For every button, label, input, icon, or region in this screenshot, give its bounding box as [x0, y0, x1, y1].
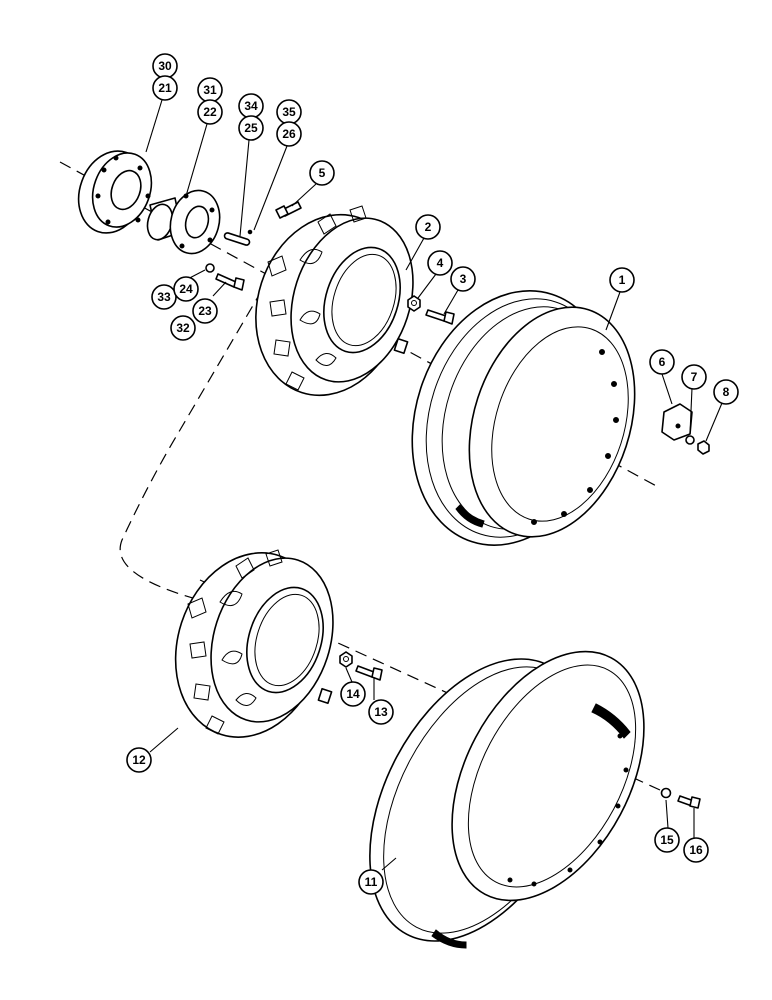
svg-text:6: 6	[659, 355, 666, 369]
callout-31: 31	[197, 77, 223, 103]
svg-text:1: 1	[619, 273, 626, 287]
svg-text:16: 16	[689, 843, 703, 857]
svg-text:2: 2	[425, 220, 432, 234]
callout-33: 33	[151, 284, 177, 310]
callout-16: 16	[683, 837, 709, 863]
svg-text:35: 35	[282, 105, 296, 119]
callout-34: 34	[238, 93, 264, 119]
callout-5: 5	[309, 160, 335, 186]
svg-text:7: 7	[691, 370, 698, 384]
callout-7: 7	[681, 364, 707, 390]
nut-14-and-bolt-13	[339, 651, 383, 681]
hub-flange	[77, 150, 153, 234]
svg-text:32: 32	[176, 321, 190, 335]
callout-23: 23	[192, 298, 218, 324]
svg-text:13: 13	[374, 705, 388, 719]
callout-8: 8	[713, 379, 739, 405]
svg-text:14: 14	[346, 687, 360, 701]
svg-text:25: 25	[244, 121, 258, 135]
callout-35: 35	[276, 99, 302, 125]
svg-text:33: 33	[157, 290, 171, 304]
svg-text:30: 30	[158, 59, 172, 73]
callout-26: 26	[276, 121, 302, 147]
callouts: 30 21 31 22 34 25 35 26 5 2 4 3 1 6 7 8 …	[126, 53, 739, 895]
bolt-5	[275, 201, 302, 219]
callout-3: 3	[450, 266, 476, 292]
callout-13: 13	[368, 699, 394, 725]
svg-text:26: 26	[282, 127, 296, 141]
svg-text:12: 12	[132, 753, 146, 767]
callout-21: 21	[152, 75, 178, 101]
nut-4-and-bolt-3	[407, 295, 455, 325]
svg-text:21: 21	[158, 81, 172, 95]
key-and-pin	[223, 229, 253, 246]
callout-30: 30	[152, 53, 178, 79]
svg-text:22: 22	[203, 105, 217, 119]
washer-15-and-bolt-16	[660, 787, 701, 809]
callout-24: 24	[173, 276, 199, 302]
callout-15: 15	[654, 827, 680, 853]
callout-12: 12	[126, 747, 152, 773]
svg-text:15: 15	[660, 833, 674, 847]
callout-32: 32	[170, 315, 196, 341]
lower-rim	[369, 650, 645, 949]
svg-text:5: 5	[319, 166, 326, 180]
callout-22: 22	[197, 99, 223, 125]
svg-text:8: 8	[723, 385, 730, 399]
connector-axis-line	[119, 289, 263, 601]
lower-wheel-centre	[174, 549, 334, 738]
svg-text:23: 23	[198, 304, 212, 318]
callout-1: 1	[609, 267, 635, 293]
upper-rim	[411, 290, 636, 546]
upper-wheel-centre	[255, 205, 414, 397]
washer-and-bolt-23	[205, 263, 245, 291]
svg-text:4: 4	[437, 256, 444, 270]
clamp-washer-nut	[661, 403, 710, 455]
svg-text:31: 31	[203, 83, 217, 97]
callout-6: 6	[649, 349, 675, 375]
svg-text:34: 34	[244, 99, 258, 113]
callout-14: 14	[340, 681, 366, 707]
callout-2: 2	[415, 214, 441, 240]
svg-text:24: 24	[179, 282, 193, 296]
svg-text:11: 11	[365, 875, 378, 889]
callout-11: 11	[358, 869, 384, 895]
hub	[146, 189, 221, 255]
callout-25: 25	[238, 115, 264, 141]
svg-text:3: 3	[460, 272, 467, 286]
callout-4: 4	[427, 250, 453, 276]
